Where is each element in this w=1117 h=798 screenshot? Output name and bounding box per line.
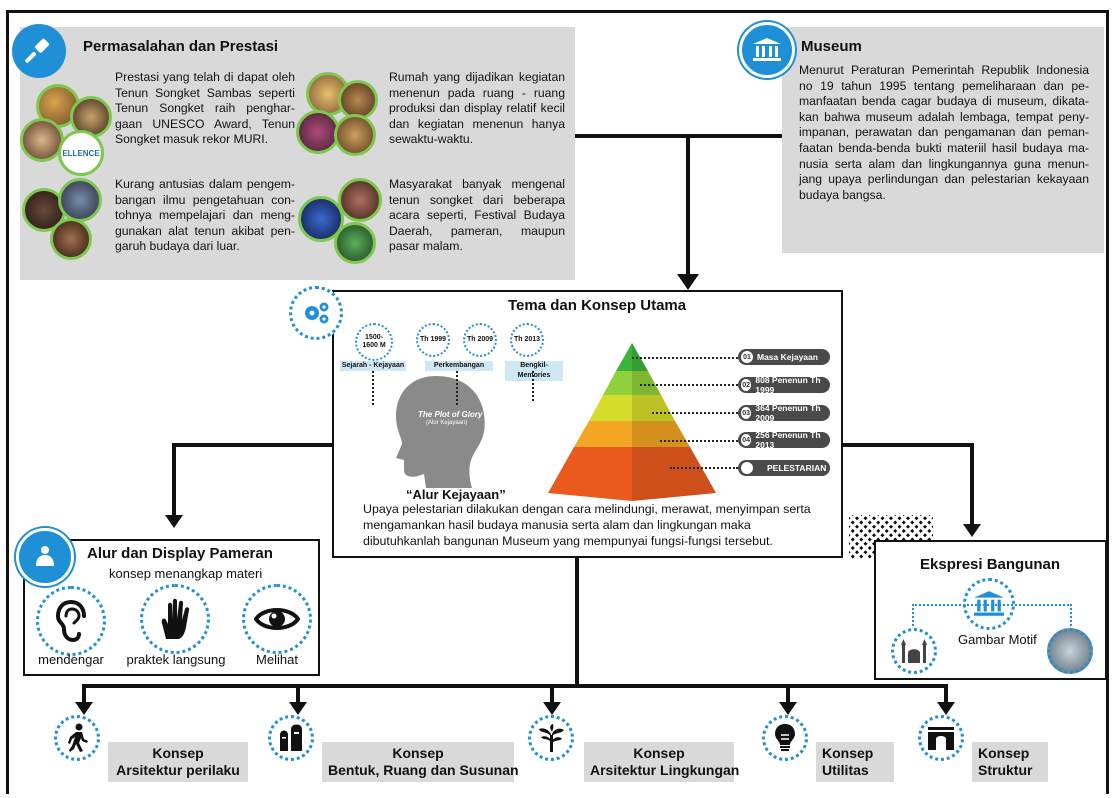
photo-house-3 <box>296 110 340 154</box>
year-bubble-4: Th 2013 <box>510 323 544 357</box>
alur-subtitle: konsep menangkap materi <box>109 566 263 581</box>
alur-kejayaan-caption: “Alur Kejayaan” <box>406 487 506 502</box>
motif-photo <box>1047 628 1093 674</box>
connector-drop-3 <box>550 684 554 704</box>
walking-person-icon <box>54 715 100 761</box>
photo-festival-2 <box>338 178 382 222</box>
photo-house-4 <box>334 114 376 156</box>
ekspresi-motif-label: Gambar Motif <box>958 632 1037 647</box>
connector-right-vertical <box>970 443 974 525</box>
museum-panel <box>782 27 1104 253</box>
connector-left-vertical <box>172 443 176 515</box>
head-dotline-2 <box>456 371 460 405</box>
tema-title: Tema dan Konsep Utama <box>508 297 687 314</box>
concept-label-perilaku: Konsep Arsitektur perilaku <box>108 742 248 782</box>
sense-label-see: Melihat <box>256 652 298 667</box>
gears-icon <box>289 286 343 340</box>
arrow-to-ekspresi <box>963 524 981 537</box>
ekspresi-title: Ekspresi Bangunan <box>920 556 1061 573</box>
permasalahan-text-4: Masyarakat banyak mengenal tenun songket… <box>389 177 565 254</box>
folder-icon <box>16 528 74 586</box>
photo-award-badge: ELLENCE <box>58 130 104 176</box>
photo-house-2 <box>338 80 378 120</box>
tema-description: Upaya pelestarian dilakukan dengan cara … <box>363 502 811 548</box>
arrow-concept-3 <box>543 702 561 715</box>
ekspresi-dotline-right <box>1070 604 1072 630</box>
connector-drop-4 <box>786 684 790 704</box>
concept-label-utilitas: Konsep Utilitas <box>816 742 894 782</box>
connector-top-horizontal <box>575 134 785 138</box>
concept-label-struktur: Konsep Struktur <box>972 742 1048 782</box>
pyramid-dotline-3 <box>652 412 738 414</box>
arrow-concept-1 <box>75 702 93 715</box>
mosque-icon <box>891 628 937 674</box>
pyramid-chart <box>548 343 716 501</box>
connector-top-vertical <box>686 136 690 276</box>
year-bubble-2: Th 1999 <box>416 323 450 357</box>
moai-icon <box>268 715 314 761</box>
concept-label-bentuk: Konsep Bentuk, Ruang dan Susunan <box>322 742 519 782</box>
sense-label-hear: mendengar <box>38 652 104 667</box>
concept-label-lingkungan: Konsep Arsitektur Lingkungan <box>584 742 739 782</box>
pyramid-label-5: PELESTARIAN <box>738 460 830 476</box>
museum-text: Menurut Peraturan Pemerintah Republik In… <box>799 63 1089 202</box>
ear-icon <box>36 586 106 656</box>
tag-perkembangan: Perkembangan <box>425 361 493 371</box>
excellence-badge-text: ELLENCE <box>62 148 100 158</box>
tag-bengkil: Bengkil-Memories <box>505 361 563 381</box>
pyramid-dotline-2 <box>640 384 738 386</box>
connector-drop-2 <box>296 684 300 704</box>
tag-sejarah: Sejarah - Kejayaan <box>340 361 406 371</box>
connector-right-horizontal <box>842 443 974 447</box>
head-text: The Plot of Glory <box>418 410 483 419</box>
eye-icon <box>242 584 312 654</box>
permasalahan-title: Permasalahan dan Prestasi <box>83 38 279 55</box>
photo-weaving-3 <box>50 218 92 260</box>
connector-left-horizontal <box>172 443 332 447</box>
head-subtext: (Alur Kejayaan) <box>426 420 468 426</box>
connector-bottom-vertical <box>575 556 579 686</box>
head-silhouette <box>396 376 485 488</box>
alur-title: Alur dan Display Pameran <box>87 545 273 562</box>
arrow-to-alur <box>165 515 183 528</box>
permasalahan-panel <box>20 27 575 280</box>
connector-bottom-horizontal <box>82 684 948 688</box>
year-bubble-3: Th 2009 <box>463 323 497 357</box>
gavel-icon <box>12 24 66 78</box>
head-dotline-1 <box>372 371 376 405</box>
photo-weaving-2 <box>58 178 102 222</box>
head-dotline-3 <box>532 371 536 401</box>
arrow-concept-2 <box>289 702 307 715</box>
museum-title: Museum <box>801 38 862 55</box>
permasalahan-text-1: Prestasi yang telah di dapat oleh Tenun … <box>115 70 295 147</box>
photo-festival-3 <box>334 222 376 264</box>
pyramid-dotline-1 <box>632 357 738 359</box>
ekspresi-dotline-h <box>912 604 1072 606</box>
arrow-concept-4 <box>779 702 797 715</box>
ekspresi-dotline-left <box>912 604 914 630</box>
connector-drop-5 <box>944 684 948 704</box>
permasalahan-text-2: Rumah yang dijadikan kegiatan menenun pa… <box>389 70 565 147</box>
arrow-to-tema <box>677 274 699 290</box>
connector-drop-1 <box>82 684 86 704</box>
tree-icon <box>528 715 574 761</box>
lightbulb-icon <box>762 715 808 761</box>
pyramid-dotline-5 <box>670 467 738 469</box>
arrow-concept-5 <box>937 702 955 715</box>
museum-icon <box>739 22 795 78</box>
diagram-frame <box>6 10 1109 794</box>
arch-icon <box>918 715 964 761</box>
hand-icon <box>140 584 210 654</box>
sense-label-practice: praktek langsung <box>126 652 226 667</box>
pyramid-dotline-4 <box>660 440 738 442</box>
permasalahan-text-3: Kurang antusias dalam pengem-bangan ilmu… <box>115 177 295 254</box>
year-bubble-1: 1500- 1600 M <box>355 323 393 361</box>
